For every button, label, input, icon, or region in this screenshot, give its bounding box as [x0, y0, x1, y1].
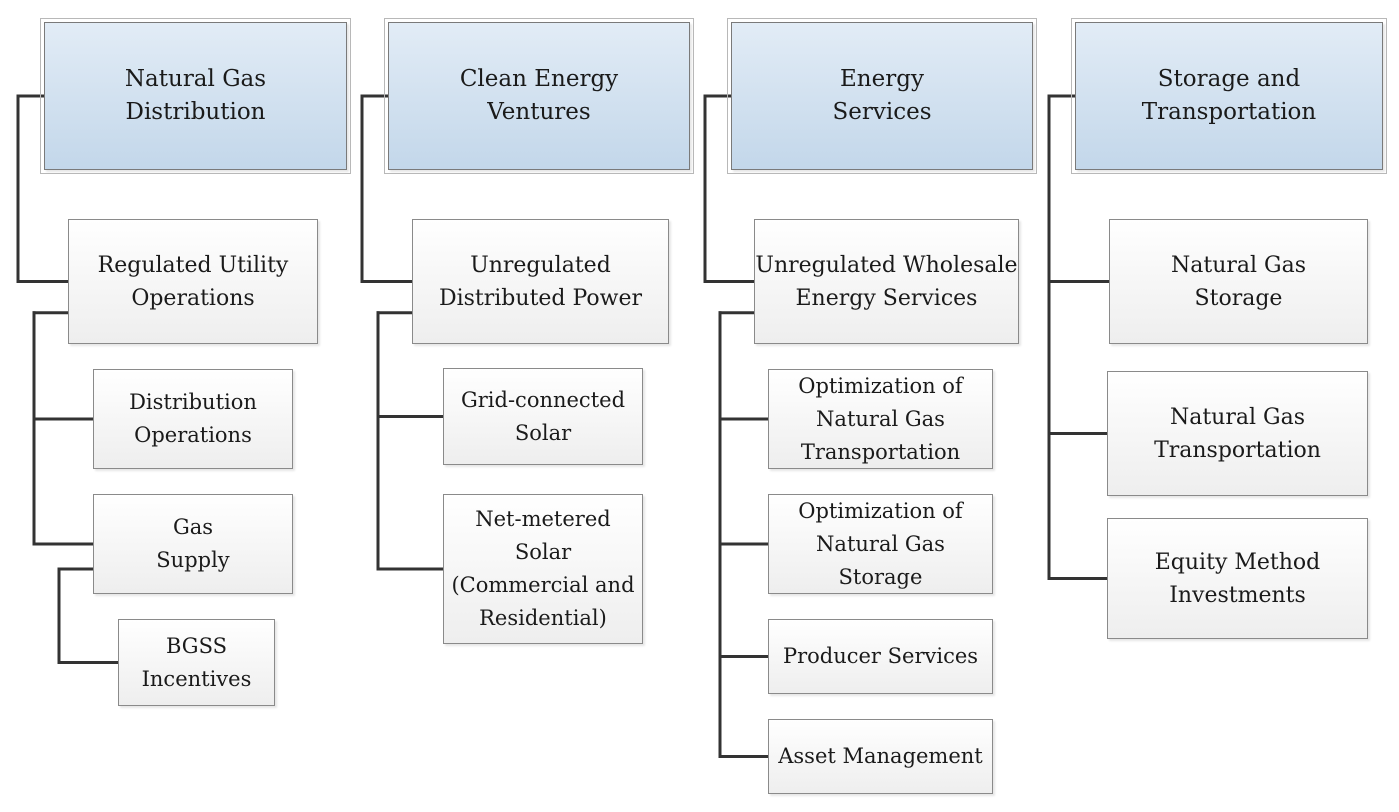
node-producer-services: Producer Services: [768, 619, 993, 694]
node-unregulated-distributed-power: Unregulated Distributed Power: [412, 219, 669, 344]
header-energy-services: Energy Services: [727, 18, 1037, 174]
header-storage-and-transportation: Storage and Transportation: [1071, 18, 1387, 174]
node-unregulated-wholesale-energy-services: Unregulated Wholesale Energy Services: [754, 219, 1019, 344]
node-gas-supply: Gas Supply: [93, 494, 293, 594]
header-clean-energy-ventures: Clean Energy Ventures: [384, 18, 694, 174]
node-natural-gas-transportation: Natural Gas Transportation: [1107, 371, 1368, 496]
node-grid-connected-solar: Grid-connected Solar: [443, 368, 643, 465]
node-regulated-utility-operations: Regulated Utility Operations: [68, 219, 318, 344]
node-asset-management: Asset Management: [768, 719, 993, 794]
node-optimization-natural-gas-transportation: Optimization of Natural Gas Transportati…: [768, 369, 993, 469]
node-optimization-natural-gas-storage: Optimization of Natural Gas Storage: [768, 494, 993, 594]
node-distribution-operations: Distribution Operations: [93, 369, 293, 469]
header-natural-gas-distribution: Natural Gas Distribution: [40, 18, 351, 174]
node-natural-gas-storage: Natural Gas Storage: [1109, 219, 1368, 344]
node-bgss-incentives: BGSS Incentives: [118, 619, 275, 706]
node-equity-method-investments: Equity Method Investments: [1107, 518, 1368, 639]
node-net-metered-solar: Net-metered Solar (Commercial and Reside…: [443, 494, 643, 644]
